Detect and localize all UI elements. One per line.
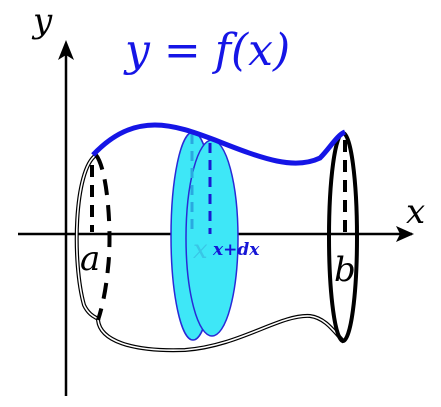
equation-label: y = f(x) bbox=[123, 25, 290, 76]
marker-x-plus-dx: x+dx bbox=[212, 240, 260, 260]
x-axis-label: x bbox=[406, 192, 425, 232]
disk-slice bbox=[170, 131, 239, 341]
y-axis-arrow bbox=[58, 40, 74, 60]
solid-lower-outline-inner bbox=[75, 154, 345, 352]
marker-x: x bbox=[193, 235, 208, 265]
function-curve bbox=[91, 122, 347, 166]
y-axis-label: y bbox=[31, 1, 53, 41]
marker-b: b bbox=[334, 250, 356, 290]
marker-a: a bbox=[80, 239, 100, 279]
x-axis-arrow bbox=[396, 226, 414, 242]
left-end-dashed bbox=[94, 153, 112, 321]
